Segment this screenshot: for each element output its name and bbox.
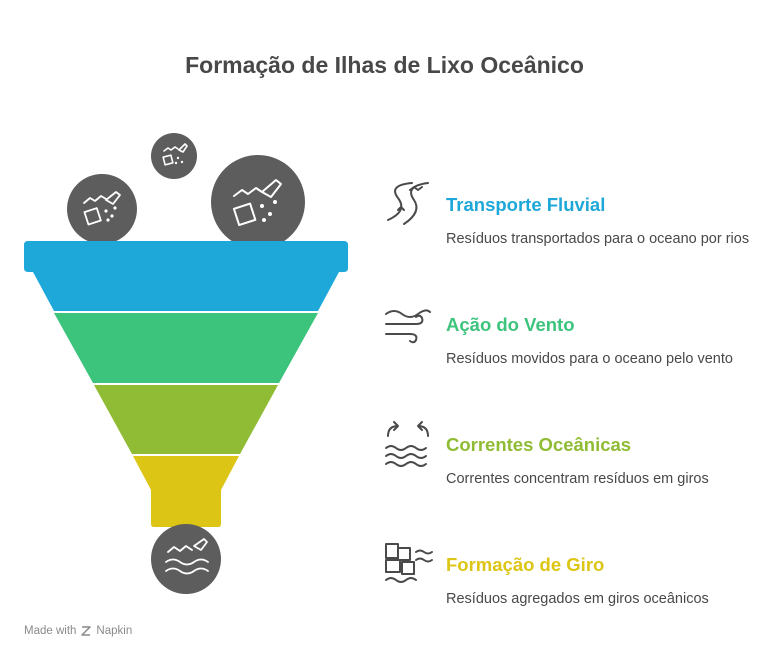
funnel-band-4 [133, 456, 239, 527]
stage-desc-transporte-fluvial: Resíduos transportados para o oceano por… [446, 231, 750, 247]
stage-title-acao-do-vento: Ação do Vento [446, 314, 575, 335]
napkin-logo-icon [81, 626, 92, 636]
stage-title-formacao-de-giro: Formação de Giro [446, 554, 605, 575]
trash-circle-left [67, 174, 137, 244]
stage-desc-correntes-oceanicas: Correntes concentram resíduos em giros [446, 471, 709, 487]
gyre-output-circle [151, 524, 221, 594]
stage-desc-acao-do-vento: Resíduos movidos para o oceano pelo vent… [446, 351, 733, 367]
stage-title-correntes-oceanicas: Correntes Oceânicas [446, 434, 632, 455]
funnel-band-1 [24, 241, 348, 311]
stage-title-transporte-fluvial: Transporte Fluvial [446, 194, 606, 215]
footer-brand: Napkin [96, 625, 133, 637]
footer-made-with: Made with [24, 625, 77, 637]
funnel-band-3 [94, 385, 278, 454]
wind-icon [385, 309, 431, 344]
gyre-icon [385, 543, 433, 583]
page-title: Formação de Ilhas de Lixo Oceânico [185, 52, 584, 78]
river-icon [387, 182, 429, 225]
trash-circle-large [211, 155, 305, 249]
currents-icon [385, 421, 429, 467]
funnel-band-2 [54, 313, 318, 383]
footer-credit: Made with Napkin [24, 625, 132, 637]
stage-desc-formacao-de-giro: Resíduos agregados em giros oceânicos [446, 591, 709, 607]
trash-circle-small [151, 133, 197, 179]
